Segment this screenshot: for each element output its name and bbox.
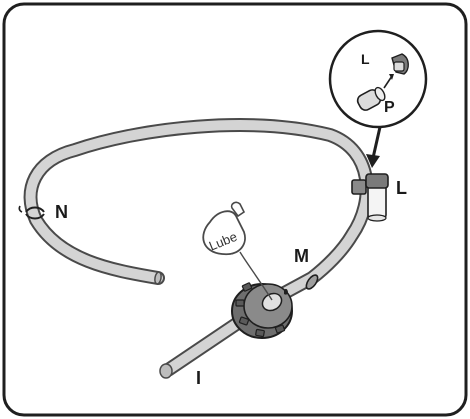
connector-disc xyxy=(231,282,293,339)
plug-part xyxy=(356,86,386,111)
main-tube xyxy=(23,118,374,324)
callout-magnifier xyxy=(328,29,428,129)
label-m: M xyxy=(294,246,309,266)
arrow-down-icon xyxy=(366,126,382,168)
label-i: I xyxy=(196,368,201,388)
assembly-arrow xyxy=(383,75,393,89)
label-n: N xyxy=(55,202,68,222)
tube-sleeve xyxy=(351,179,367,195)
callout-label-p: P xyxy=(384,99,395,116)
callout-label-l: L xyxy=(361,51,370,67)
marker-ring xyxy=(305,274,319,290)
lube-drop xyxy=(284,288,288,295)
label-l: L xyxy=(396,178,407,198)
lube-bottle: Lube xyxy=(202,201,273,301)
tube-clip xyxy=(18,205,45,220)
luer-lock xyxy=(365,173,389,222)
lock-part xyxy=(391,53,409,75)
